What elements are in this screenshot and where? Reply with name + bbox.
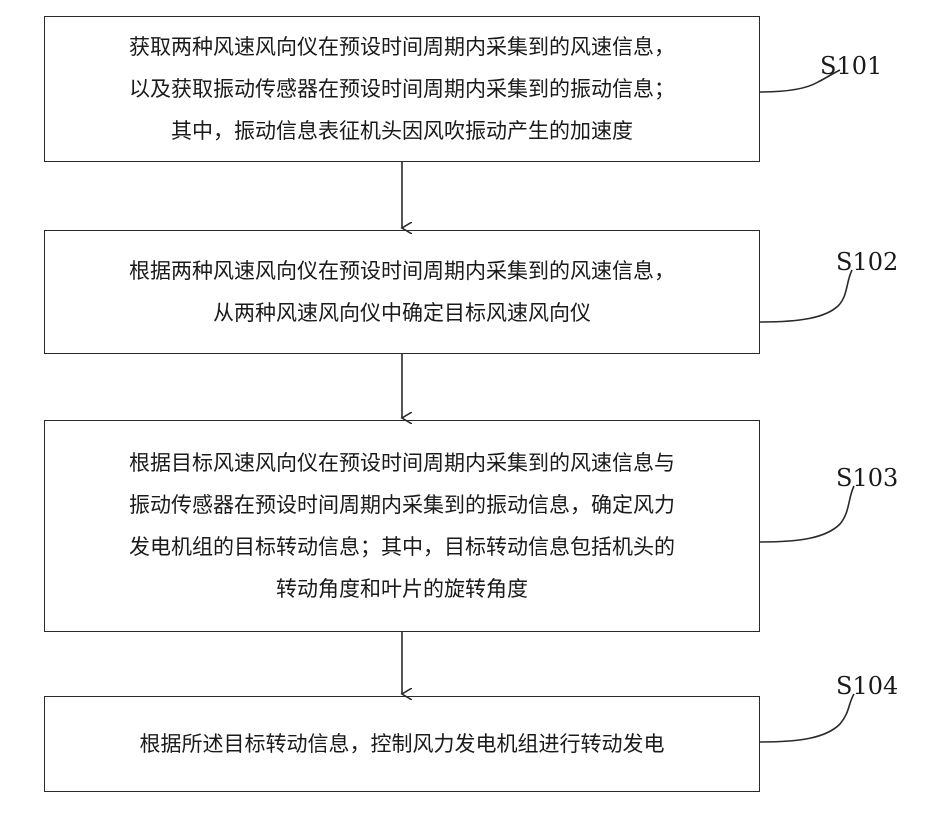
leader-line-s101: [760, 70, 840, 92]
leader-line-s102: [760, 270, 852, 322]
leader-line-s103: [760, 486, 854, 542]
leader-line-s104: [760, 694, 854, 742]
